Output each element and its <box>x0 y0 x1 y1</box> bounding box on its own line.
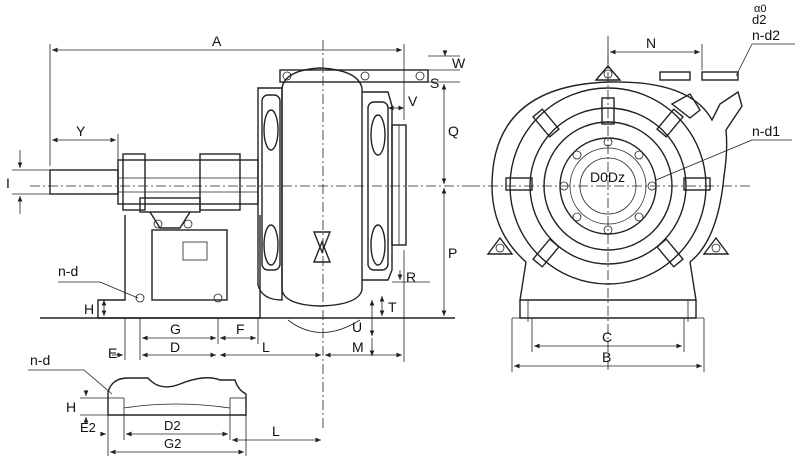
drain-arc <box>287 319 361 333</box>
cover-plate-slot <box>367 101 389 271</box>
liner-ring <box>529 107 687 265</box>
dim-label-P: P <box>448 245 457 261</box>
dim-label-n-d: n-d <box>58 263 78 279</box>
dim-label-H: H <box>84 301 94 317</box>
dim-label-C: C <box>602 329 612 345</box>
dim-label-W: W <box>452 55 466 71</box>
frame-plate-slot <box>261 94 281 271</box>
discharge-flange <box>279 69 429 83</box>
dim-label-D: D <box>170 339 180 355</box>
bearing-cap-right <box>199 153 241 211</box>
dim-label-S: S <box>430 75 439 91</box>
dim-label-E: E <box>108 345 117 361</box>
base-detail-view: n-d H E2 D2 G2 L <box>28 352 321 456</box>
dim-label-B: B <box>602 349 611 365</box>
dim-label-R: R <box>406 269 416 285</box>
dim-label-Y: Y <box>76 123 86 139</box>
base-dim-label-D2: D2 <box>164 418 181 433</box>
shaft <box>49 169 119 195</box>
base-dim-label-L: L <box>272 423 280 439</box>
dim-label-n-d1: n-d1 <box>752 123 780 139</box>
base-dim-label-H: H <box>66 399 76 415</box>
front-view: N α0 d2 n-d2 n-d1 D0Dz C B <box>470 3 795 372</box>
casing-cutwater <box>312 231 332 263</box>
casing-inner-ring <box>509 87 707 285</box>
dim-label-alpha0: α0 <box>754 3 766 15</box>
bearing-cap-left <box>122 153 146 211</box>
base-dim-label-G2: G2 <box>164 436 181 451</box>
impeller-ring <box>543 121 673 251</box>
dim-label-M: M <box>352 339 364 355</box>
dim-label-n-d2: n-d2 <box>752 27 780 43</box>
base-foot-outline <box>107 377 247 416</box>
dim-label-d2: d2 <box>752 12 766 27</box>
anchor-bolt-left <box>135 293 145 303</box>
front-casing-outline <box>491 81 743 301</box>
pedestal-window <box>151 229 228 301</box>
base-dim-label-n-d: n-d <box>30 352 50 368</box>
dim-label-L: L <box>262 339 270 355</box>
dim-label-U: U <box>352 319 362 335</box>
adjust-bracket <box>149 211 191 229</box>
dim-label-I: I <box>6 175 10 191</box>
dim-label-G: G <box>170 321 181 337</box>
dim-label-D0Dz: D0Dz <box>590 169 625 185</box>
side-view: A Y I W S V Q P R T U <box>6 33 470 430</box>
dim-label-A: A <box>212 33 222 49</box>
base-dim-label-E2: E2 <box>80 420 96 435</box>
clamp-block <box>139 197 201 213</box>
pump-casing <box>281 67 363 307</box>
anchor-bolt-right <box>213 293 223 303</box>
dim-label-N: N <box>646 35 656 51</box>
pedestal <box>97 215 261 319</box>
frame-plate <box>257 87 283 301</box>
dim-label-V: V <box>408 93 418 109</box>
dim-label-F: F <box>236 321 245 337</box>
dim-label-Q: Q <box>448 123 459 139</box>
dim-label-T: T <box>388 299 397 315</box>
